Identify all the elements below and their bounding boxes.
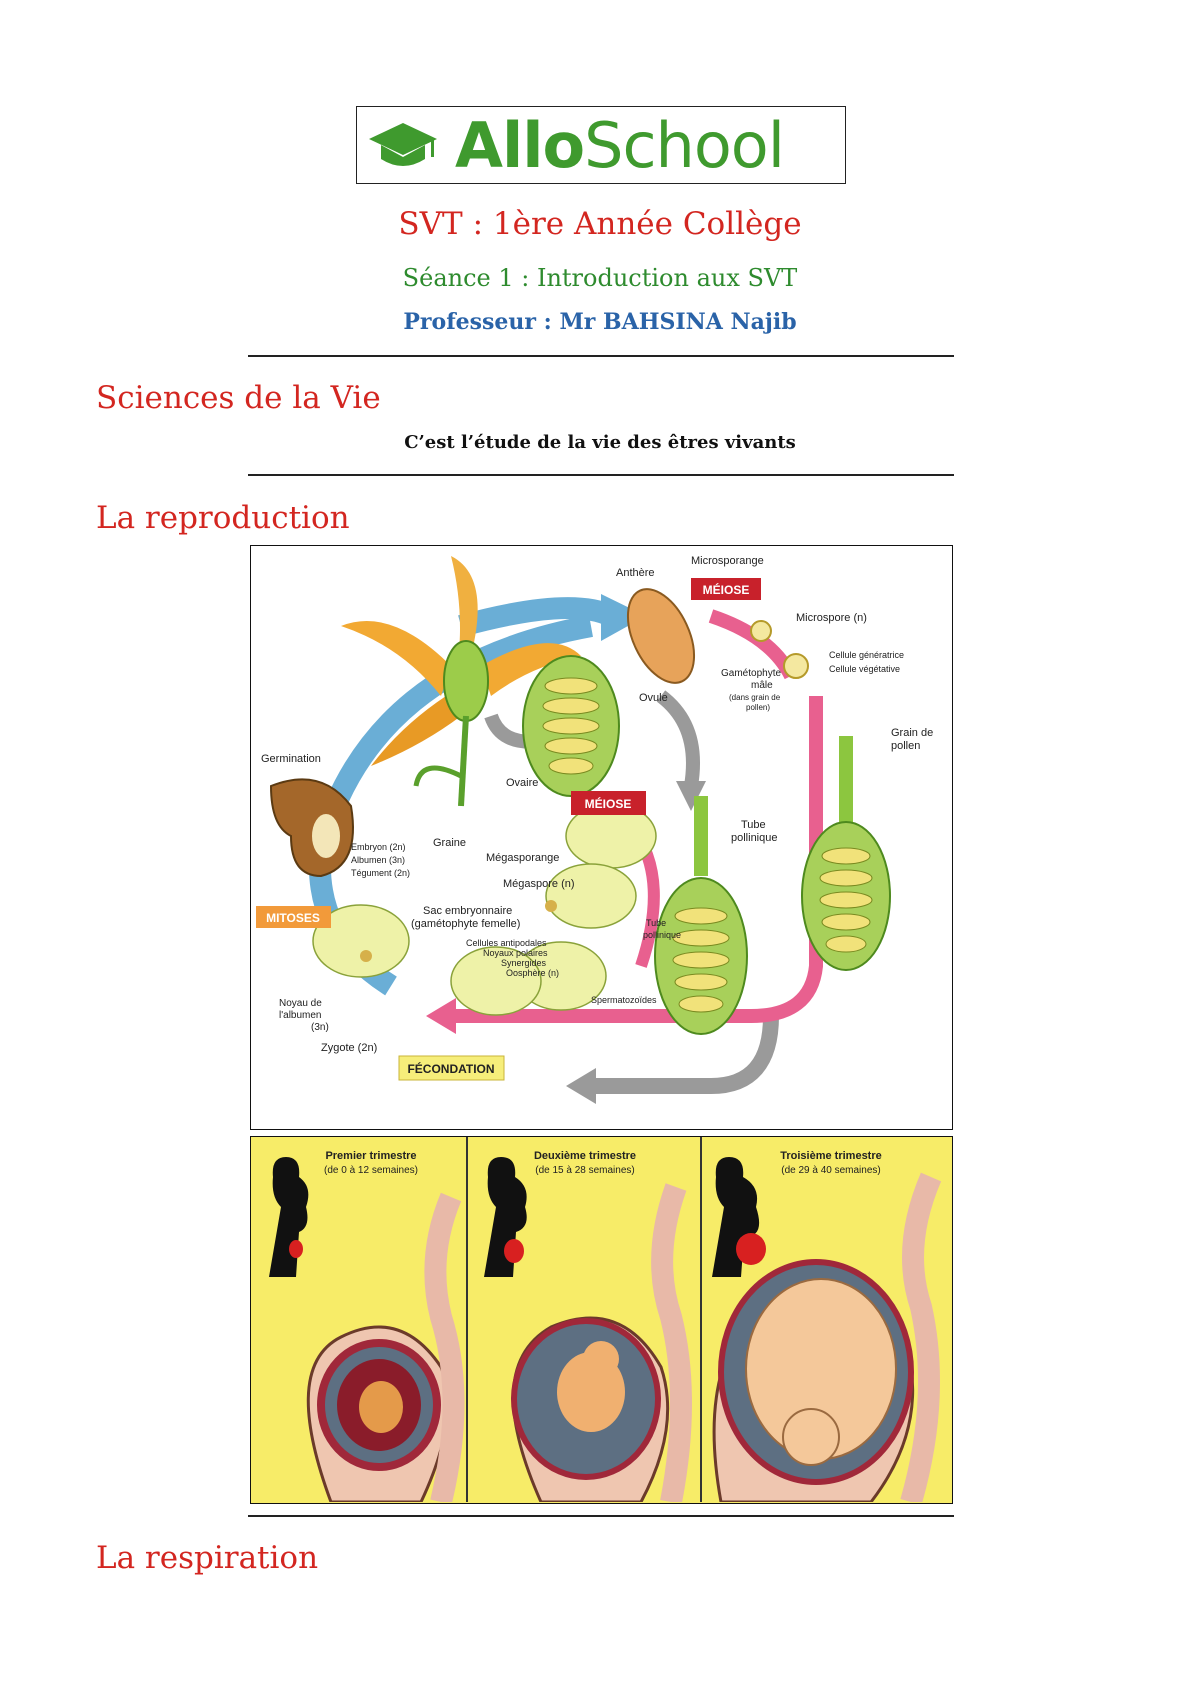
label-oosphere: Oosphère (n) [506,968,559,978]
label-ovule: Ovule [639,692,668,704]
panel-second-trimester: Deuxième trimestre (de 15 à 28 semaines) [484,1150,692,1503]
life-sciences-definition: C’est l’étude de la vie des êtres vivant… [404,432,796,453]
pregnancy-diagram: Premier trimestre (de 0 à 12 semaines) D… [269,1137,942,1503]
label-gametophyte-1: Gamétophyte [721,668,781,679]
label-microsporange: Microsporange [691,555,764,567]
label-graine: Graine [433,837,466,849]
label-noyaux-polaires: Noyaux polaires [483,948,548,958]
label-noyau-albumen-1: Noyau de [279,998,322,1009]
plant-cycle-diagram: MÉIOSE MÉIOSE MITOSES FÉCONDATION Anthèr… [256,555,933,1104]
label-megaspore: Mégaspore (n) [503,878,575,890]
label-grain-pollen-2: pollen [891,740,920,752]
panel-2-title: Deuxième trimestre [534,1150,636,1162]
label-gametophyte-2: mâle [751,680,773,691]
panel-third-trimester: Troisième trimestre (de 29 à 40 semaines… [712,1150,942,1503]
divider [248,355,954,357]
alloschool-logo: AlloSchool [356,106,846,184]
label-noyau-albumen-3: (3n) [311,1022,329,1033]
mitoses-label: MITOSES [266,911,320,925]
label-tegument: Tégument (2n) [351,868,410,878]
section-title-reproduction: La reproduction [96,500,350,536]
label-spermatozoides: Spermatozoïdes [591,995,657,1005]
section-title-respiration: La respiration [96,1540,319,1576]
label-ovaire: Ovaire [506,777,538,789]
label-microspore: Microspore (n) [796,612,867,624]
label-grain-pollen-1: Grain de [891,727,933,739]
label-gametophyte-4: pollen) [746,703,770,712]
panel-first-trimester: Premier trimestre (de 0 à 12 semaines) [269,1150,465,1503]
meiose-label-top: MÉIOSE [703,582,750,597]
logo-wordmark: AlloSchool [455,109,785,182]
label-megasporange: Mégasporange [486,852,559,864]
panel-1-title: Premier trimestre [325,1150,416,1162]
label-antipodales: Cellules antipodales [466,938,547,948]
panel-2-range: (de 15 à 28 semaines) [535,1165,635,1176]
label-tube-pollinique-2: pollinique [731,832,777,844]
graduation-cap-icon [369,123,437,166]
course-title: SVT : 1ère Année Collège [398,206,802,242]
panel-1-range: (de 0 à 12 semaines) [324,1165,418,1176]
label-embryon: Embryon (2n) [351,842,406,852]
meiose-label-mid: MÉIOSE [585,796,632,811]
label-cellule-vegetative: Cellule végétative [829,664,900,674]
divider [248,1515,954,1517]
label-germination: Germination [261,753,321,765]
label-sac-2: (gamétophyte femelle) [411,918,520,930]
seance-title: Séance 1 : Introduction aux SVT [402,264,798,292]
label-zygote: Zygote (2n) [321,1042,377,1054]
label-anthere: Anthère [616,567,655,579]
label-tube-small-2: pollinique [643,930,681,940]
flowering-plant-life-cycle-figure: MÉIOSE MÉIOSE MITOSES FÉCONDATION Anthèr… [250,545,953,1130]
label-tube-small-1: Tube [646,918,666,928]
label-noyau-albumen-2: l'albumen [279,1010,322,1021]
panel-3-range: (de 29 à 40 semaines) [781,1165,881,1176]
label-synergides: Synergides [501,958,547,968]
label-albumen: Albumen (3n) [351,855,405,865]
label-gametophyte-3: (dans grain de [729,693,781,702]
section-title-life-sciences: Sciences de la Vie [96,380,381,416]
divider [248,474,954,476]
label-cellule-generatrice: Cellule génératrice [829,650,904,660]
professor-line: Professeur : Mr BAHSINA Najib [403,309,797,335]
label-tube-pollinique-1: Tube [741,819,766,831]
lily-flower-illustration [341,556,581,807]
fecondation-label: FÉCONDATION [407,1061,494,1076]
panel-3-title: Troisième trimestre [780,1150,882,1162]
label-sac-1: Sac embryonnaire [423,905,512,917]
pregnancy-trimesters-figure: Premier trimestre (de 0 à 12 semaines) D… [250,1136,953,1504]
